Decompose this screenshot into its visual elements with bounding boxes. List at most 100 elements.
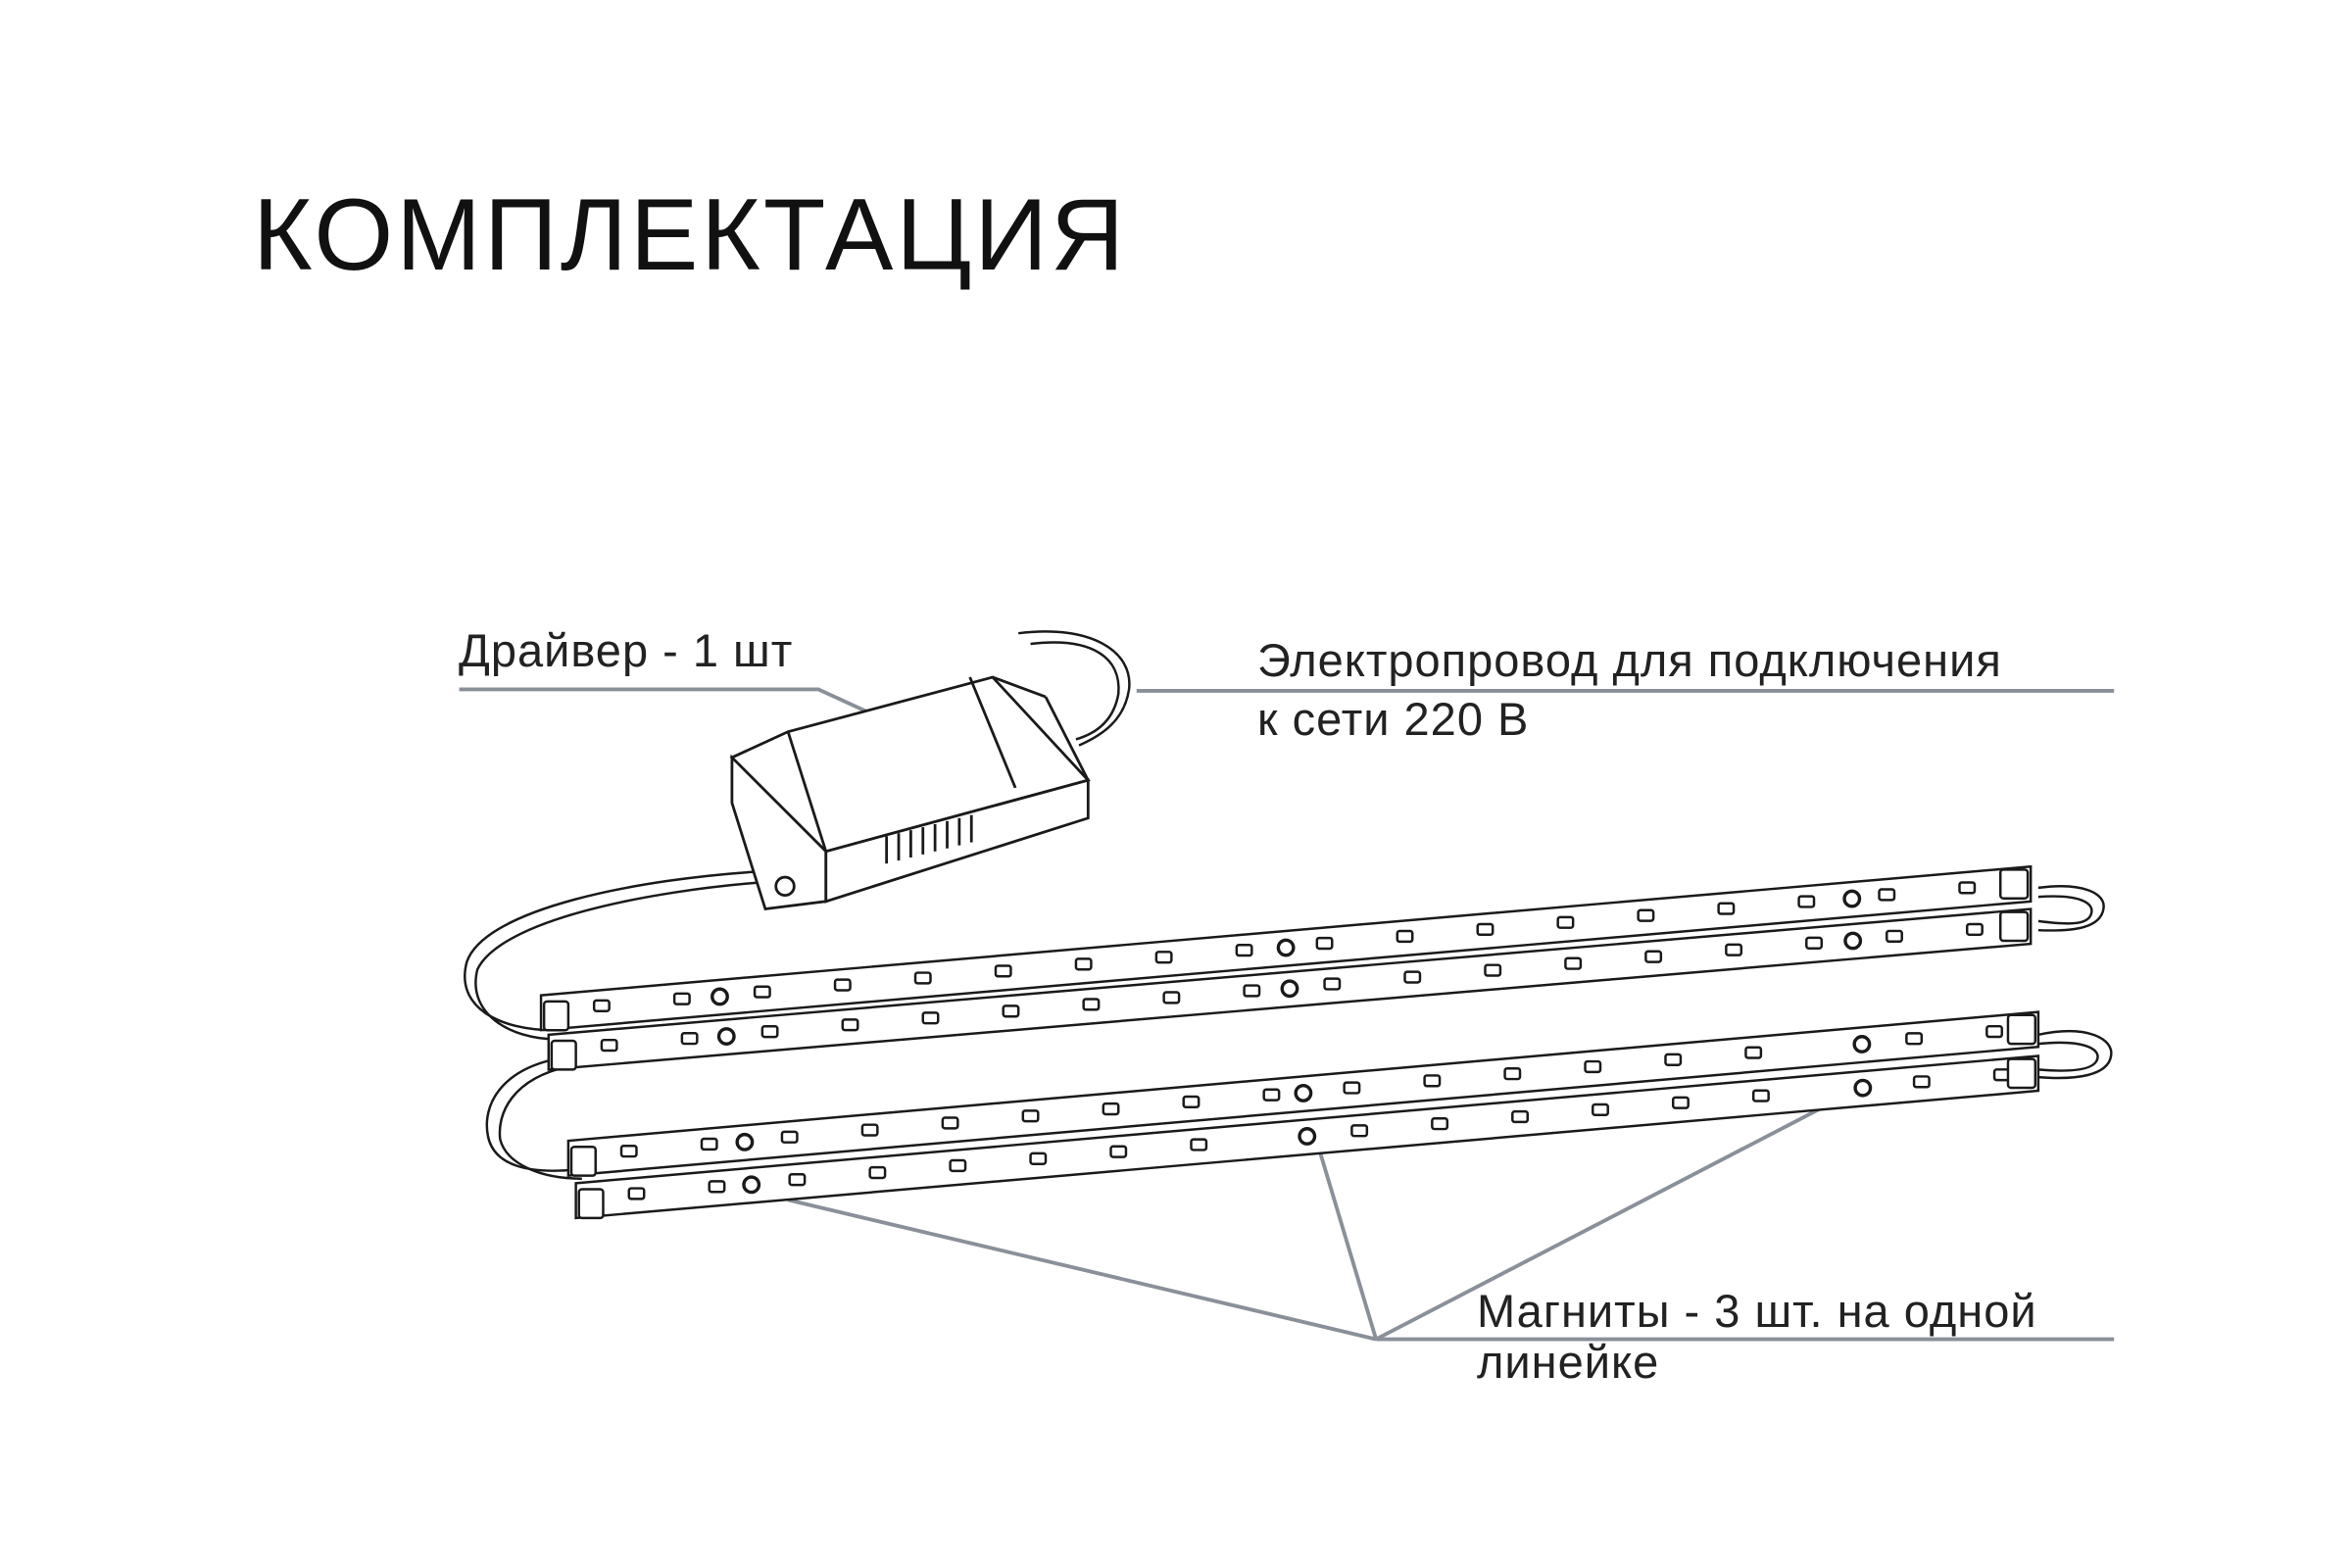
connector [550, 1039, 577, 1071]
page-title: КОМПЛЕКТАЦИЯ [253, 178, 1128, 292]
leader-lines [459, 687, 2115, 1342]
led-chip [1074, 957, 1093, 971]
led-chip [841, 1018, 859, 1032]
led-chip [913, 971, 932, 985]
magnet [1843, 931, 1863, 951]
led-chip [1109, 1145, 1128, 1158]
led-chip [1905, 1032, 1924, 1046]
led-chip [1431, 1116, 1449, 1131]
led-chip [1235, 943, 1253, 957]
led-strip [539, 864, 2033, 1032]
led-chip [1162, 991, 1181, 1004]
magnet [1852, 1035, 1872, 1054]
led-chip [1423, 1074, 1442, 1088]
led-chip [833, 978, 852, 992]
led-chip [780, 1130, 799, 1144]
led-chip [1002, 1004, 1020, 1018]
led-chip [1511, 1109, 1530, 1124]
led-chip [1262, 1088, 1281, 1102]
magnet-pointer-1 [787, 1198, 1377, 1342]
led-chip [788, 1173, 807, 1187]
led-chip [921, 1011, 940, 1025]
connector [2006, 1057, 2037, 1090]
led-chip [941, 1116, 959, 1130]
magnet-pointer-2 [1316, 1146, 1378, 1341]
led-chip [700, 1137, 718, 1152]
led-chip [1343, 1081, 1361, 1095]
led-chip [708, 1180, 726, 1194]
led-chip [1805, 936, 1824, 950]
driver-label: Драйвер - 1 шт [459, 624, 794, 676]
wires [464, 630, 2113, 1180]
connector [1999, 868, 2030, 900]
cable-label-line1: Электропровод для подключения [1257, 634, 2002, 686]
led-strip [574, 1054, 2040, 1220]
connector [2006, 1013, 2037, 1046]
led-chip [760, 1025, 779, 1039]
led-chip [1725, 943, 1743, 956]
led-chip [1243, 984, 1261, 998]
led-chip [619, 1144, 638, 1158]
led-chip [1190, 1138, 1208, 1152]
led-chip [1403, 970, 1422, 984]
led-chip [1021, 1109, 1040, 1123]
led-chip [1503, 1067, 1522, 1081]
led-chip [1797, 895, 1816, 908]
led-chip [1751, 1089, 1770, 1102]
magnet-pointer-3 [1375, 1092, 1850, 1342]
connector [577, 1188, 605, 1220]
magnet [1298, 1127, 1317, 1146]
led-chip [860, 1123, 879, 1137]
led-chip [1671, 1096, 1690, 1109]
led-chip [1958, 881, 1977, 895]
led-chip [1744, 1046, 1763, 1059]
magnet [742, 1175, 761, 1195]
magnets-label-line2: линейке [1477, 1336, 1660, 1388]
driver-box [729, 675, 1091, 911]
magnet [1280, 979, 1299, 999]
connector [569, 1146, 597, 1177]
led-chip [1323, 977, 1342, 991]
led-strips [539, 864, 2040, 1220]
led-chip [1082, 998, 1101, 1011]
led-chip [1717, 902, 1736, 915]
led-chip [1154, 951, 1173, 964]
led-chip [1182, 1095, 1200, 1109]
connector [1999, 910, 2030, 943]
led-chip [1886, 929, 1903, 943]
led-strip [547, 907, 2033, 1071]
led-chip [1484, 963, 1502, 977]
magnet [1853, 1078, 1873, 1098]
magnet [1294, 1083, 1313, 1102]
led-chip [753, 985, 771, 999]
led-chip [949, 1158, 967, 1173]
driver-leader-line [459, 687, 896, 726]
led-chip [1102, 1102, 1120, 1116]
led-chip [1556, 915, 1575, 929]
led-chip [868, 1165, 887, 1180]
led-chip [1584, 1059, 1602, 1074]
magnet [1276, 938, 1296, 957]
led-chip [1476, 922, 1494, 937]
led-chip [1664, 1053, 1683, 1066]
led-chip [994, 964, 1012, 978]
led-chip [1985, 1024, 2004, 1039]
led-chip [1637, 908, 1655, 922]
led-chip [1644, 950, 1663, 963]
led-chip [1029, 1152, 1048, 1165]
led-chip [1315, 936, 1334, 951]
cable-label-line2: к сети 220 В [1257, 693, 1530, 745]
led-chip [1396, 929, 1414, 944]
led-chip [672, 992, 691, 1005]
magnets-label-line1: Магниты - 3 шт. на одной [1477, 1285, 2037, 1337]
led-chip [1912, 1075, 1931, 1089]
led-chip [592, 999, 611, 1012]
magnet [735, 1132, 755, 1152]
led-chip [627, 1187, 646, 1200]
led-chip [1878, 888, 1896, 902]
led-chip [1965, 922, 1984, 937]
led-strip [566, 1010, 2040, 1177]
magnet [710, 987, 729, 1006]
magnet [716, 1027, 736, 1046]
